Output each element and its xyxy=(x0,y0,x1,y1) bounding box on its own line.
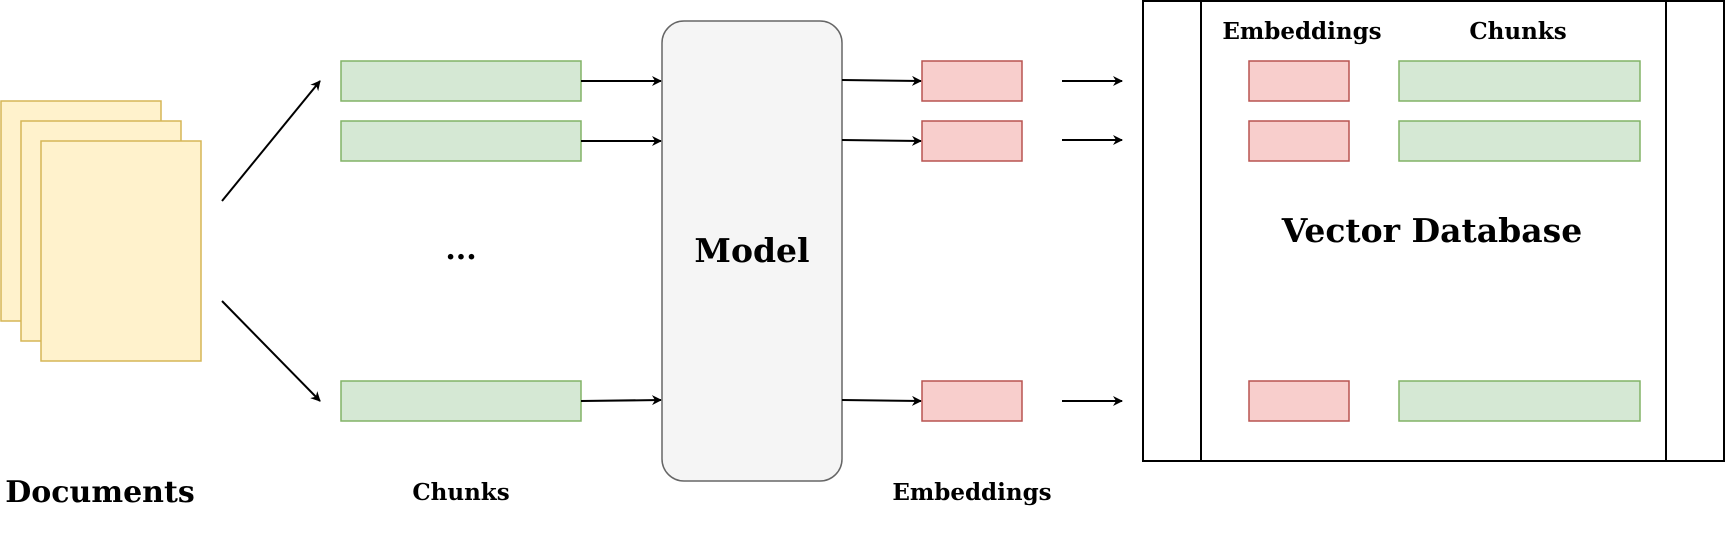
split-arrow-up xyxy=(221,80,321,202)
documents-stack xyxy=(0,100,202,362)
chunks-label: Chunks xyxy=(412,479,509,506)
db-embeddings-header: Embeddings xyxy=(1222,18,1381,45)
split-arrow-down xyxy=(221,300,321,402)
chunks-column xyxy=(340,60,582,422)
chunk-to-model-arrow xyxy=(580,395,662,406)
db-chunk-bar xyxy=(1398,380,1641,422)
embedding-bar xyxy=(921,380,1023,422)
document-page-icon xyxy=(40,140,202,362)
chunk-bar xyxy=(340,120,582,162)
model-to-embedding-arrow xyxy=(841,395,922,406)
chunk-bar xyxy=(340,380,582,422)
chunks-ellipsis: ... xyxy=(445,232,476,267)
db-embedding-bar xyxy=(1248,60,1350,102)
embeddings-label: Embeddings xyxy=(892,479,1051,506)
embeddings-column xyxy=(921,60,1023,422)
db-chunks-header: Chunks xyxy=(1469,18,1566,45)
db-embedding-bar xyxy=(1248,380,1350,422)
embedding-bar xyxy=(921,60,1023,102)
model-box xyxy=(661,20,843,482)
vector-database-label: Vector Database xyxy=(1281,211,1582,250)
model-to-embedding-arrow xyxy=(841,75,922,86)
vector-database: Embeddings Chunks Vector Database xyxy=(1142,0,1725,462)
embedding-bar xyxy=(921,120,1023,162)
db-embedding-bar xyxy=(1248,120,1350,162)
model-label: Model xyxy=(694,231,809,270)
model-to-embedding-arrow xyxy=(841,135,922,146)
db-chunk-bar xyxy=(1398,60,1641,102)
chunk-bar xyxy=(340,60,582,102)
db-chunk-bar xyxy=(1398,120,1641,162)
documents-label: Documents xyxy=(5,475,195,510)
